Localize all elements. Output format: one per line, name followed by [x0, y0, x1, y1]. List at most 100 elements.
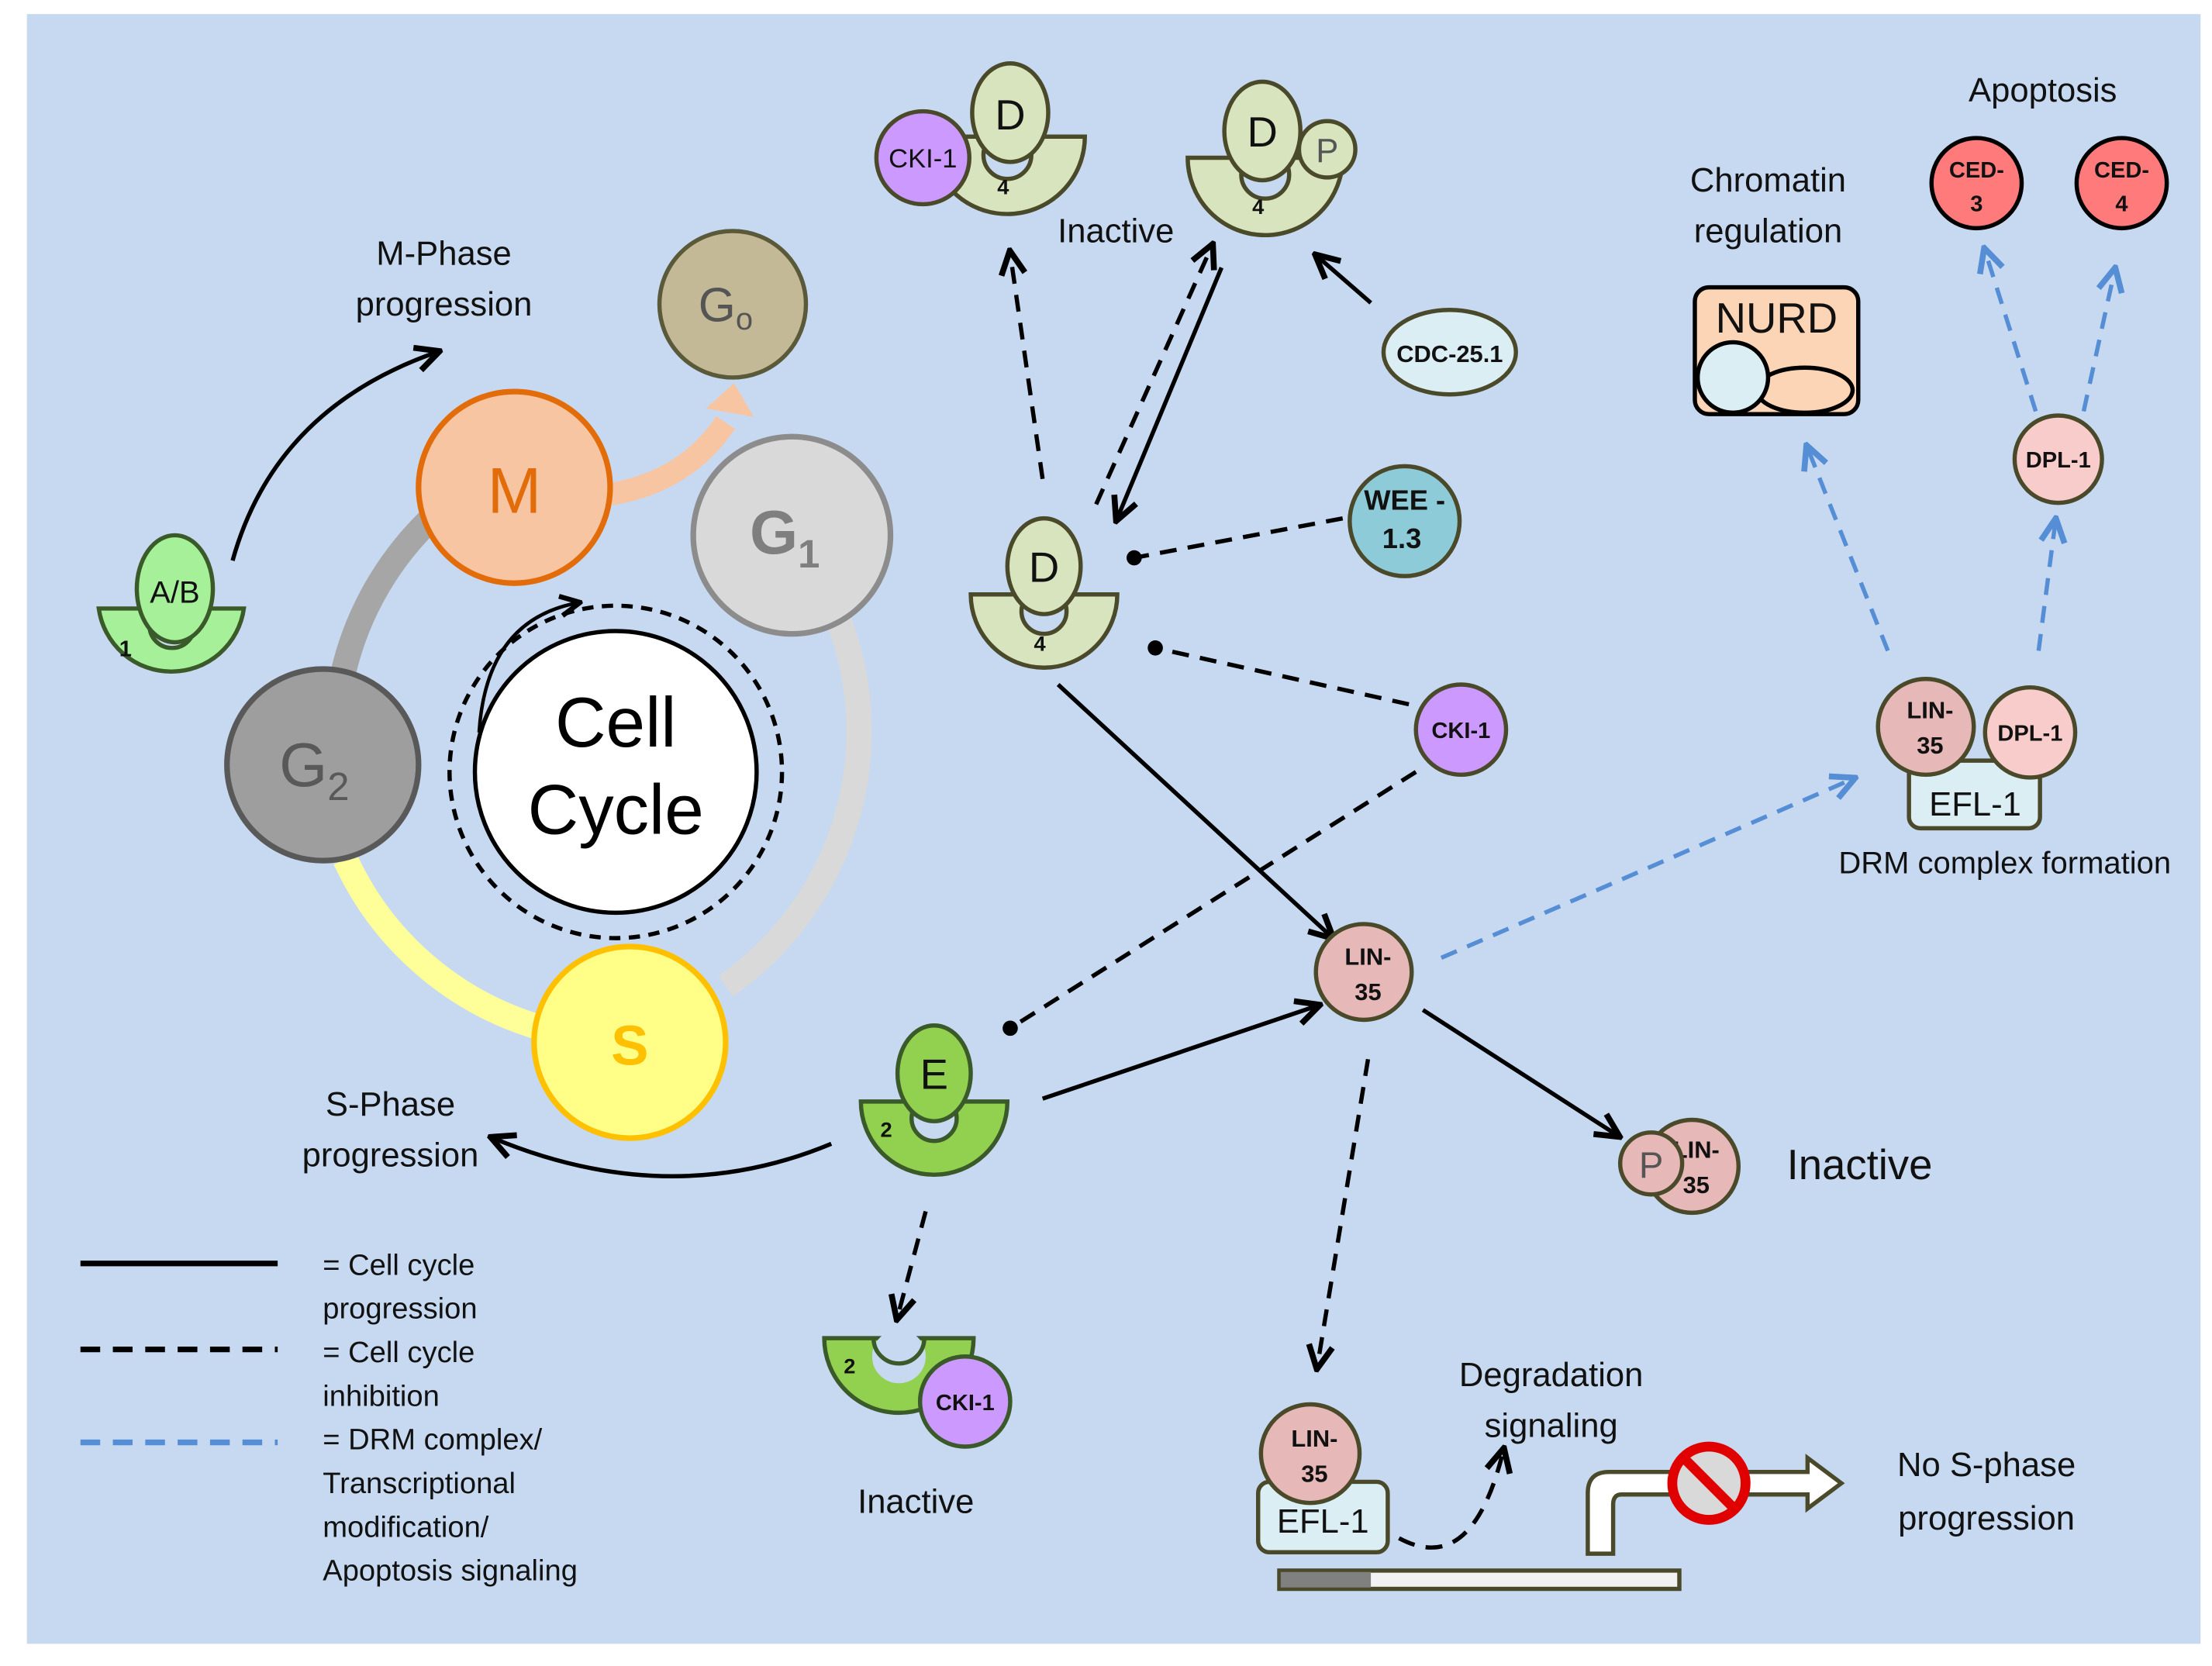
ced4-node [2074, 136, 2169, 231]
legend: = Cell cycle progression = Cell cycle in… [80, 1248, 578, 1588]
g0-exit-arrow [597, 416, 736, 508]
wee13-label-2: 1.3 [1382, 523, 1422, 554]
cdc25-activation-arrow [1317, 257, 1372, 305]
s-phase-circle [531, 943, 729, 1141]
cdk1-label: 1 [119, 637, 132, 662]
legend-solid-1: = Cell cycle [323, 1248, 474, 1281]
transcription-arrow [1586, 1454, 1845, 1556]
cyclin-d-label-2: D [1247, 109, 1278, 156]
cdc25-label: CDC-25.1 [1396, 340, 1503, 367]
cdk4-label: 4 [997, 175, 1009, 199]
s-phase-progression-label-2: progression [302, 1137, 479, 1174]
lin35-bottom-label-1: LIN- [1291, 1425, 1337, 1452]
e-to-lin35-arrow [1041, 1005, 1317, 1101]
cki1-cyclin-d-cdk4-inactive: D 4 CKI-1 [874, 61, 1087, 216]
legend-blue-4: Apoptosis signaling [323, 1554, 578, 1588]
ced3-label-1: CED- [1949, 158, 2004, 183]
cdk2-label-2: 2 [844, 1354, 855, 1378]
phospho-to-d-solid-arrow [1117, 267, 1224, 518]
lin35-to-efl1-arrow [1317, 1058, 1371, 1366]
g0-label: Go [699, 278, 753, 336]
wee13-inhibition [1127, 516, 1344, 566]
lin35-label-1: LIN- [1344, 943, 1391, 971]
cyclin-ab-label: A/B [150, 576, 199, 610]
dna-promoter [1280, 1571, 1372, 1588]
dna-strand [1277, 1568, 1682, 1592]
ced4-label-2: 4 [2115, 192, 2127, 217]
legend-dashed-2: inhibition [323, 1379, 440, 1412]
lin35-to-phospho-arrow [1421, 1008, 1617, 1136]
drm-complex: EFL-1 LIN- 35 DPL-1 [1876, 677, 2078, 831]
dpl1-label: DPL-1 [2026, 448, 2091, 473]
no-s-phase-label-2: progression [1898, 1500, 2075, 1537]
drm-to-dpl1-arrow [2036, 521, 2055, 651]
efl1-label-drm: EFL-1 [1929, 786, 2021, 823]
no-entry-icon [1667, 1441, 1751, 1525]
degradation-label-2: signaling [1485, 1407, 1618, 1444]
m-phase-label: M [488, 454, 542, 526]
cdk4-label-center: 4 [1034, 631, 1047, 655]
degradation-arrow [1398, 1450, 1503, 1550]
lin35-node [1313, 922, 1414, 1023]
m-phase-progression-arrow [230, 352, 437, 561]
cell-cycle-outer-dashed [447, 603, 785, 940]
plin35-p-label: P [1639, 1145, 1664, 1186]
dpl1-node [2012, 413, 2104, 505]
cyclin-e-label: E [920, 1051, 948, 1099]
no-s-phase-label-1: No S-phase [1897, 1447, 2076, 1484]
cyclin-d-cdk4-active: D 4 [968, 516, 1120, 670]
legend-blue-1: = DRM complex/ [323, 1423, 542, 1457]
cycle-direction-arrow [477, 603, 578, 733]
d-to-phospho-dashed-arrow [1094, 247, 1212, 505]
cdk2-cki1-inactive: 2 CKI-1 [822, 1330, 1013, 1449]
drm-lin35-label-1: LIN- [1907, 697, 1953, 724]
cki1-label: CKI-1 [889, 144, 957, 174]
chromatin-label-2: regulation [1694, 213, 1842, 250]
lin35-bottom-label-2: 35 [1301, 1460, 1327, 1487]
drm-lin35-label-2: 35 [1917, 732, 1943, 759]
inactive-label-bottom: Inactive [858, 1483, 974, 1520]
d-to-lin35-arrow [1056, 683, 1331, 936]
nurd-label: NURD [1716, 295, 1838, 342]
g2-phase-circle [224, 666, 422, 864]
s-phase-progression-label-1: S-Phase [326, 1086, 455, 1123]
plin35-label-2: 35 [1683, 1171, 1710, 1199]
nurd-complex: NURD [1693, 285, 1861, 416]
dpl1-to-ced4-arrow [2081, 271, 2114, 412]
g0-exit-arrowhead [706, 383, 754, 417]
m-phase-progression-label-1: M-Phase [376, 236, 511, 273]
efl1-label-bottom: EFL-1 [1277, 1503, 1369, 1540]
drm-to-nurd-arrow [1807, 448, 1890, 652]
e-to-cki1-complex-arrow [898, 1210, 928, 1317]
cyclin-ab-cdk1-complex: A/B 1 [96, 533, 247, 674]
inactive-label-top: Inactive [1058, 213, 1174, 250]
ced3-label-2: 3 [1970, 192, 1983, 217]
s-phase-progression-arrow [493, 1138, 833, 1178]
m-phase-circle [416, 388, 613, 586]
degradation-label-1: Degradation [1459, 1357, 1644, 1394]
cdc25-node [1381, 308, 1518, 397]
apoptosis-label: Apoptosis [1969, 72, 2117, 109]
g2-label: G2 [279, 730, 349, 809]
legend-solid-2: progression [323, 1292, 477, 1326]
chromatin-label-1: Chromatin [1690, 162, 1846, 199]
phospho-label: P [1316, 133, 1338, 170]
drm-dpl1-label: DPL-1 [1997, 722, 2062, 747]
cell-cycle-title-1: Cell [555, 684, 676, 762]
ced4-label-1: CED- [2094, 158, 2149, 183]
lin35-efl1-complex: EFL-1 LIN- 35 [1256, 1402, 1390, 1555]
legend-dashed-1: = Cell cycle [323, 1336, 474, 1369]
cki1-label-bottom: CKI-1 [936, 1391, 995, 1416]
m-phase-progression-label-2: progression [356, 286, 533, 323]
cdk4-label-2: 4 [1252, 195, 1265, 219]
lin35-label-2: 35 [1354, 978, 1381, 1005]
cell-cycle-title-2: Cycle [528, 771, 704, 850]
cdk2-label: 2 [880, 1117, 892, 1141]
inactive-label-right: Inactive [1787, 1141, 1933, 1188]
s-phase-label: S [611, 1015, 648, 1078]
g1-phase-circle [690, 433, 894, 637]
cki1-inhibits-d [1147, 640, 1410, 707]
cyclin-d-label: D [995, 91, 1025, 139]
cyclin-e-cdk2-complex: E 2 [858, 1023, 1010, 1177]
